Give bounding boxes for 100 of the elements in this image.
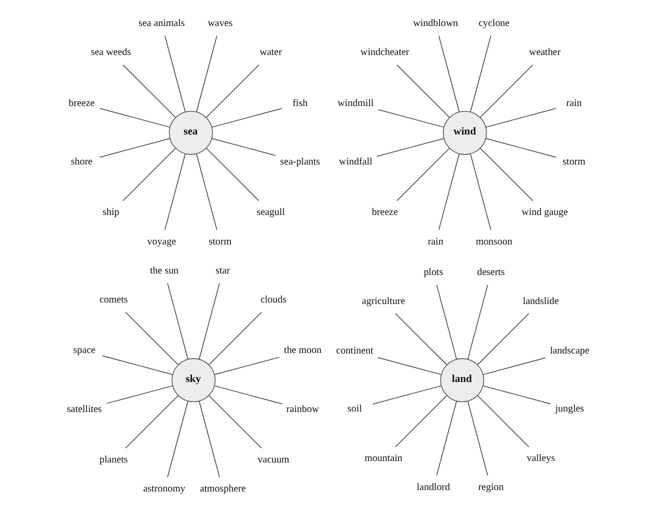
node-text: astronomy	[142, 483, 185, 494]
connector	[198, 282, 220, 359]
node-text: satellites	[66, 403, 102, 414]
connector	[394, 312, 447, 365]
connector	[479, 64, 533, 118]
connector	[205, 64, 259, 118]
node-text: storm	[208, 236, 232, 247]
node-text: windblown	[412, 17, 458, 28]
connector	[482, 357, 546, 374]
node-text: space	[72, 344, 95, 356]
node-text: jungles	[554, 402, 584, 414]
connector	[479, 147, 533, 201]
connector	[196, 34, 217, 112]
node-text: ship	[102, 206, 119, 218]
connector	[466, 284, 488, 360]
connector	[476, 394, 529, 447]
connector	[122, 64, 176, 118]
connector	[164, 153, 186, 230]
connector	[196, 153, 217, 230]
node-text: cyclone	[478, 17, 510, 28]
connector	[106, 384, 172, 404]
node-text: agriculture	[361, 295, 405, 306]
node-text: monsoon	[475, 236, 512, 247]
node-text: mountain	[364, 452, 402, 464]
node-text: breeze	[371, 206, 398, 218]
connector	[98, 108, 170, 128]
node-text: the moon	[284, 344, 321, 356]
connector	[214, 384, 282, 404]
node-text: waves	[207, 17, 232, 28]
node-text: breeze	[68, 97, 94, 108]
node-text: comets	[98, 294, 128, 306]
connector	[208, 394, 262, 448]
node-circle: wind	[442, 110, 486, 154]
node-text: valleys	[526, 452, 554, 464]
node-text: weather	[528, 46, 560, 58]
connector	[164, 34, 186, 112]
node-text: deserts	[476, 266, 504, 278]
connector	[396, 147, 450, 201]
node-text: windfall	[338, 156, 372, 167]
node-text: rainbow	[286, 403, 319, 414]
node-text: planets	[98, 454, 128, 465]
connector	[466, 400, 488, 476]
node-circle: sky	[171, 358, 216, 402]
node-text: atmosphere	[199, 483, 246, 494]
node-text: wind gauge	[521, 206, 568, 218]
connector	[438, 34, 460, 112]
node-text: rain	[427, 236, 443, 247]
connector	[482, 384, 550, 404]
connector	[102, 354, 172, 374]
connector	[485, 138, 556, 158]
connector	[98, 138, 170, 158]
connector	[124, 311, 178, 365]
node-text: windcheater	[360, 46, 409, 58]
connector	[377, 108, 444, 128]
node-text: landslide	[522, 295, 558, 306]
connector	[470, 153, 491, 230]
node-text: continent	[336, 345, 373, 356]
node-text: sea-plants	[280, 156, 320, 167]
node-text: seagull	[256, 206, 284, 218]
node-text: water	[259, 46, 282, 58]
node-circle: land	[440, 358, 484, 402]
connector	[124, 394, 178, 448]
connector	[376, 138, 444, 156]
node-text: voyage	[146, 236, 176, 247]
connector	[166, 400, 188, 478]
node-text: clouds	[260, 294, 286, 306]
node-circle: sea	[168, 110, 212, 154]
node-text: landlord	[416, 481, 450, 492]
node-text: soil	[347, 402, 362, 414]
node-text: sea weeds	[90, 46, 131, 58]
connector	[485, 108, 556, 128]
node-text: star	[215, 264, 230, 276]
connector	[214, 356, 280, 374]
connector	[438, 153, 460, 230]
connector	[377, 356, 442, 374]
connector	[394, 394, 447, 447]
connector	[166, 282, 188, 359]
node-text: vacuum	[257, 454, 289, 465]
node-text: shore	[70, 156, 92, 167]
connector	[211, 138, 276, 156]
node-text: rain	[566, 97, 582, 108]
node-text: landscape	[549, 345, 589, 356]
connector	[198, 400, 220, 478]
node-text: windmill	[337, 97, 374, 108]
node-text: fish	[292, 97, 308, 108]
connector	[396, 64, 450, 118]
connector	[211, 108, 282, 128]
connector	[122, 147, 176, 201]
connector	[436, 400, 456, 476]
connector	[208, 311, 262, 365]
node-text: sea animals	[138, 17, 184, 28]
connector	[205, 147, 259, 201]
node-text: region	[478, 481, 504, 492]
node-text: the sun	[150, 264, 178, 276]
node-text: plots	[423, 266, 443, 278]
connector	[476, 312, 529, 365]
connector	[372, 384, 442, 404]
connector	[470, 34, 491, 112]
node-text: storm	[562, 156, 585, 167]
connector	[436, 284, 456, 360]
